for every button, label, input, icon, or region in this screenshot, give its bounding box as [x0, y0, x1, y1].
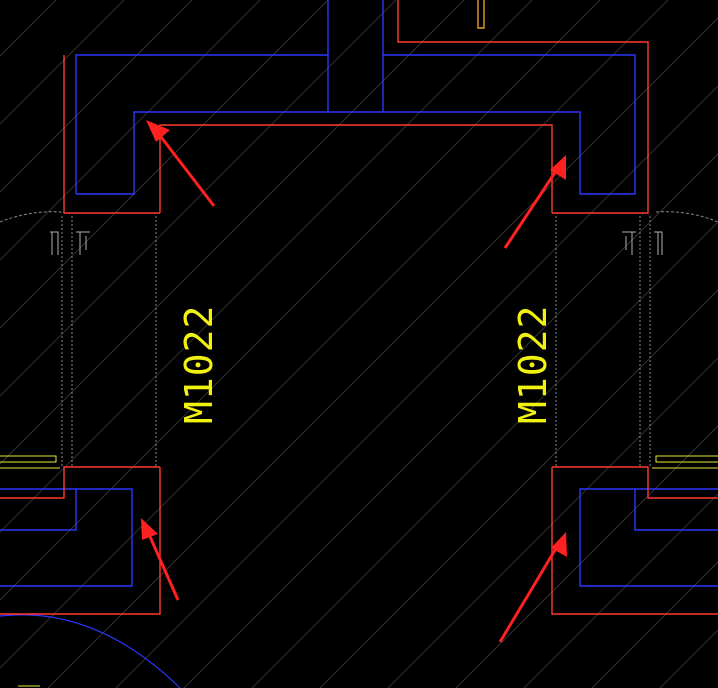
blue-top-frame — [76, 0, 636, 195]
blue-bottom-right-outline — [579, 488, 718, 587]
red-bottom-left-wall — [0, 467, 161, 615]
left-yellow-sill — [0, 455, 60, 469]
hatch-line — [523, 493, 718, 688]
hatch-line — [0, 0, 193, 193]
blue-top-left-outline — [75, 0, 329, 194]
hatch-line — [0, 0, 397, 397]
red-top-left-wall — [63, 55, 160, 214]
door-jambs — [61, 216, 651, 466]
arrow-bottom-left — [141, 518, 180, 601]
hatch-line — [0, 0, 533, 533]
red-bottom-left-inner-wall — [0, 466, 160, 499]
left-hinge-a — [50, 231, 59, 255]
left-swing-arc — [0, 211, 63, 223]
blue-top-stem — [327, 55, 384, 112]
blue-bottom-right-inner — [634, 489, 718, 531]
hatch-line — [183, 153, 718, 688]
right-outer-jamb — [639, 216, 651, 466]
right-hinge-a — [622, 231, 636, 255]
arrow-bottom-right — [498, 532, 567, 643]
hatch-line — [0, 0, 329, 329]
yellow-details — [0, 455, 718, 687]
hatch-line — [0, 0, 601, 601]
hatch-line — [0, 0, 669, 669]
hatch-line — [0, 0, 261, 261]
door-swing-arcs — [0, 211, 718, 223]
left-hinge-b — [76, 231, 90, 255]
red-top-right-wall — [397, 0, 649, 214]
bottom-left-blue-arc — [0, 614, 181, 688]
hinge-details — [50, 231, 663, 255]
hatch-line — [115, 85, 718, 688]
hatch-line — [0, 0, 465, 465]
orange-tab-top — [477, 0, 485, 29]
left-outer-jamb — [61, 216, 73, 466]
hatch-line — [319, 289, 718, 688]
hatch-line — [251, 221, 718, 688]
hatch-line — [387, 357, 718, 688]
red-bottom-right-inner-wall — [552, 466, 718, 499]
inner-outline-group — [0, 0, 718, 587]
annotation-arrows — [141, 120, 567, 643]
red-bottom-right-wall — [551, 467, 718, 615]
hatch-line — [47, 17, 718, 688]
arrow-top-left — [146, 120, 216, 207]
right-swing-arc — [655, 211, 718, 223]
right-yellow-sill — [652, 455, 718, 469]
right-hinge-b — [654, 231, 663, 255]
blue-bottom-left-outline — [0, 488, 133, 587]
hatch-line — [455, 425, 718, 688]
hatch-line — [0, 0, 125, 125]
blue-bottom-left-inner — [0, 489, 77, 531]
door-label-right: M1022 — [511, 305, 555, 424]
hatch-line — [591, 561, 718, 688]
door-label-left: M1022 — [177, 305, 221, 424]
arrow-top-right — [503, 155, 566, 249]
